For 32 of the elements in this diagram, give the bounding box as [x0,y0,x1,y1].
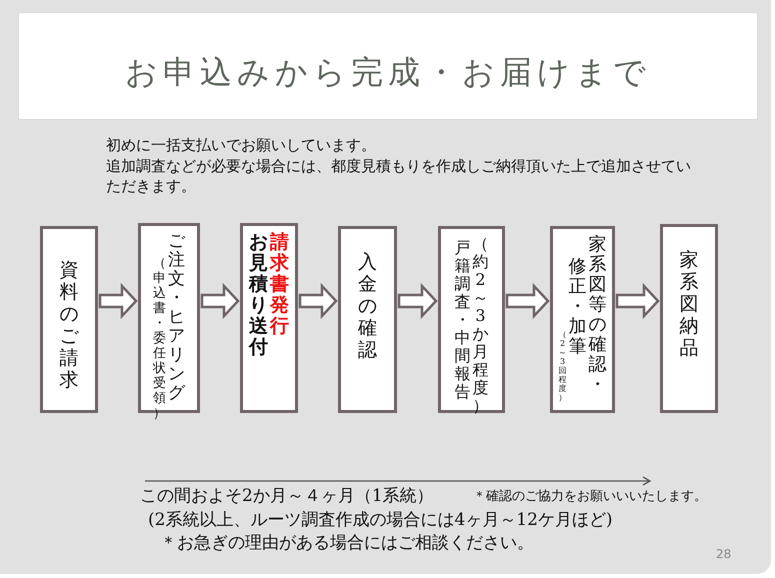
note-text: ＊お急ぎの理由がある場合にはご相談ください。 [160,532,534,554]
step-text: 修正・加筆 [568,257,586,357]
block-arrow [616,282,660,320]
step-text: お見積り送付 [249,232,268,358]
step-text: （2～3回程度） [558,330,566,402]
period-text: この間およそ2か月～４ヶ月（1系統） [140,485,434,507]
step-text: 家系図等の確認・ [588,235,606,395]
page-number: 28 [716,547,732,561]
step-box [40,226,98,413]
note-text: (2系統以上、ルーツ調査作成の場合には4ヶ月～12ケ月ほど) [148,509,613,531]
step-text: （約2～3か月程度） [472,235,488,415]
step-text: 資料のご請求 [60,259,78,391]
step-text: （申込書・委任状受領） [153,256,166,421]
step-box [338,226,397,413]
block-arrow [200,282,240,320]
step-box [438,226,505,413]
step-text: 請求書発行 [270,232,289,337]
title: お申込みから完成・お届けまで [124,52,652,93]
block-arrow [98,282,138,320]
step-box [660,224,718,413]
step-text: 家系図納品 [680,249,698,359]
block-arrow [298,282,338,320]
step-text: 入金の確認 [358,251,377,361]
note-text: ＊確認のご協力をお願いいいたします。 [473,488,707,505]
step-text: ご注文・ヒアリング [168,232,185,403]
note-text: 追加調査などが必要な場合には、都度見積もりを作成しご納得頂いた上で追加させていただきます。 [106,156,692,196]
step-box [550,226,615,413]
note-text: 初めに一括支払いでお願いしています。 [106,136,376,155]
step-text: 戸籍調査・中間報告 [454,239,470,401]
block-arrow [398,282,438,320]
step-box [240,223,298,413]
block-arrow [506,282,550,320]
